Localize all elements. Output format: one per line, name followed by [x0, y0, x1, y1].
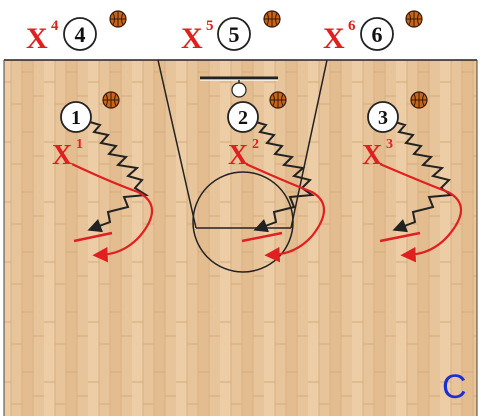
red-curved-arrow	[71, 163, 154, 263]
player-circle	[367, 101, 399, 133]
defender-sub-4: 4	[51, 18, 59, 34]
player-circle	[60, 101, 92, 133]
lane-line-left	[157, 59, 197, 229]
defender-label-x5: X	[181, 22, 203, 55]
basketball-icon	[263, 10, 281, 28]
defender-label-x2: X	[228, 140, 248, 171]
top-label-4: X 4 4	[26, 10, 127, 55]
zigzag-dribble-arrow	[253, 121, 315, 233]
player-circle	[360, 17, 394, 51]
basketball-icon	[102, 91, 120, 109]
player-number-6: 6	[372, 22, 383, 47]
free-throw-circle	[192, 171, 294, 273]
basketball-icon	[405, 10, 423, 28]
defender-sub-3: 3	[386, 137, 393, 152]
player-circle	[227, 101, 259, 133]
player-number-4: 4	[75, 22, 86, 47]
defender-stance-line	[73, 231, 113, 243]
zigzag-dribble-arrow	[392, 121, 454, 233]
player-number-3: 3	[378, 107, 388, 129]
lane-line-right	[290, 59, 328, 229]
basketball-icon	[109, 10, 127, 28]
red-curved-arrow	[245, 162, 326, 263]
defender-sub-6: 6	[348, 18, 356, 34]
play-group-3: 3 X 3	[362, 91, 463, 263]
basketball-icon	[269, 91, 287, 109]
basketball-icon	[410, 91, 428, 109]
defender-label-x1: X	[52, 140, 72, 171]
player-number-5: 5	[229, 22, 240, 47]
panel-label: C	[442, 368, 467, 406]
player-circle	[217, 17, 251, 51]
defender-sub-1: 1	[76, 137, 83, 152]
defender-label-x6: X	[323, 22, 345, 55]
defender-sub-2: 2	[252, 137, 259, 152]
defender-label-x3: X	[362, 140, 382, 171]
player-number-2: 2	[238, 107, 248, 129]
top-label-6: X 6 6	[323, 10, 423, 55]
player-circle	[63, 17, 97, 51]
zigzag-dribble-arrow	[87, 121, 150, 233]
defender-stance-line	[379, 231, 421, 243]
top-label-5: X 5 5	[181, 10, 281, 55]
red-curved-arrow	[379, 162, 463, 263]
play-group-2: 2 X 2	[227, 91, 326, 263]
defender-sub-5: 5	[206, 18, 214, 34]
rim	[231, 82, 247, 98]
play-group-1: 1 X 1	[52, 91, 154, 263]
player-number-1: 1	[71, 107, 81, 129]
defender-stance-line	[241, 231, 283, 243]
defender-label-x4: X	[26, 22, 48, 55]
